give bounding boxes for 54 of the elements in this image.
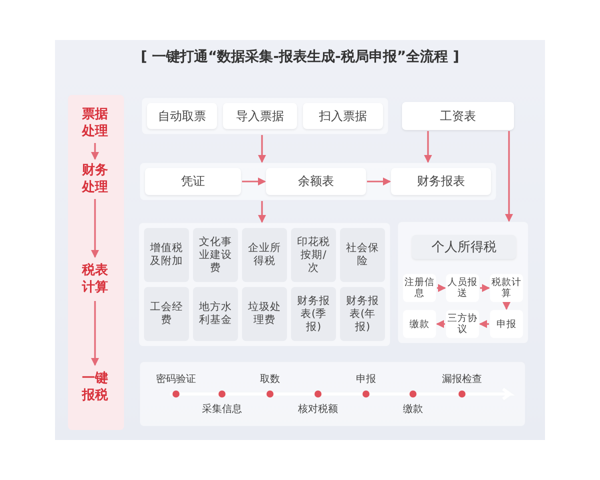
- arrow: [480, 284, 490, 292]
- group-panel: [142, 98, 388, 134]
- arrow: [242, 178, 266, 186]
- arrow: [436, 320, 445, 328]
- group-panel: [139, 223, 390, 346]
- tax-item-box: 财务报表(季报): [291, 287, 336, 341]
- group-panel: [398, 222, 528, 343]
- step-label: 漏报检查: [442, 372, 482, 386]
- arrow: [91, 143, 99, 160]
- tax-item-box: 财务报表(年报): [340, 287, 385, 341]
- step-label: 取数: [260, 373, 280, 386]
- step-label: 密码验证: [156, 372, 196, 386]
- arrow: [424, 131, 432, 163]
- title: [ 一键打通“数据采集-报表生成-税局申报”全流程 ]: [140, 48, 460, 66]
- tax-item-box: 垃圾处理费: [242, 287, 287, 341]
- step-label: 采集信息: [202, 402, 242, 416]
- step-box: 申报: [490, 310, 523, 338]
- group-panel: [140, 163, 496, 200]
- process-box: 凭证: [145, 168, 241, 195]
- step-box: 缴款: [403, 310, 436, 338]
- arrow: [91, 199, 99, 258]
- tax-item-box: 工会经费: [144, 287, 189, 341]
- arrow: [258, 135, 266, 163]
- arrow: [91, 301, 99, 366]
- arrow: [502, 302, 510, 310]
- process-box: 余额表: [266, 168, 366, 195]
- tax-item-box: 文化事业建设费: [193, 228, 238, 282]
- stage-label: 财务处理: [80, 160, 110, 198]
- tax-item-box: 企业所得税: [242, 228, 287, 282]
- tax-item-box: 地方水利基金: [193, 287, 238, 341]
- tax-item-box: 社会保险: [340, 228, 385, 282]
- stage-label: 票据处理: [80, 104, 110, 142]
- process-box: 财务报表: [391, 168, 491, 195]
- arrow: [479, 320, 489, 328]
- process-box: 自动取票: [147, 103, 217, 129]
- process-box: 扫入票据: [303, 103, 383, 129]
- process-box: 工资表: [402, 102, 514, 130]
- arrow: [367, 178, 391, 186]
- step-label: 申报: [356, 372, 376, 386]
- step-label: 核对税额: [298, 402, 338, 416]
- process-box: 个人所得税: [412, 235, 516, 259]
- step-box: 税款计算: [490, 274, 523, 302]
- stage-label: 一键报税: [80, 366, 110, 408]
- stage-label: 税表计算: [80, 258, 110, 300]
- arrow: [437, 284, 446, 292]
- tax-item-box: 增值税及附加: [144, 228, 189, 282]
- step-label: 缴款: [403, 403, 423, 416]
- step-box: 注册信息: [403, 274, 436, 302]
- tax-item-box: 印花税按期/次: [291, 228, 336, 282]
- process-box: 导入票据: [223, 103, 297, 129]
- step-box: 三方协议: [446, 310, 479, 338]
- arrow: [505, 131, 513, 222]
- arrow: [258, 201, 266, 223]
- step-box: 人员报送: [446, 274, 479, 302]
